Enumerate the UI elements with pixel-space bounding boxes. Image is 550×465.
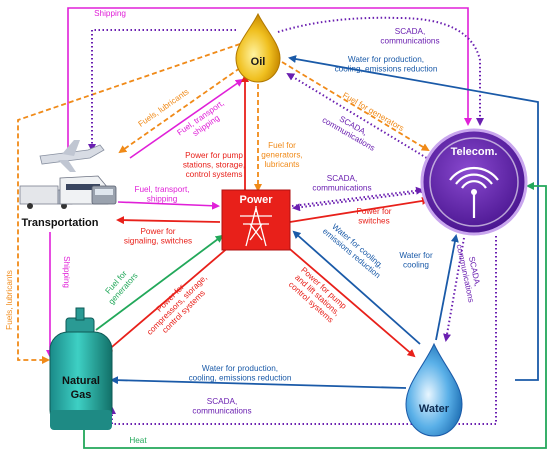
label-heat: Heat <box>129 436 147 445</box>
arrow-power-water <box>283 243 416 358</box>
label-line: cooling <box>403 261 429 270</box>
label-fuels-lubricants-left: Fuels, lubricants <box>5 270 14 330</box>
arrow-scada-telecom-oil <box>286 72 431 161</box>
label-line: Power for <box>356 207 391 216</box>
label-line: signaling, switches <box>124 237 192 246</box>
label-line: Heat <box>129 436 147 445</box>
label-line: SCADA, <box>395 27 425 36</box>
power-box <box>221 189 291 251</box>
water-node: Water <box>405 342 463 437</box>
label-power-for-pump-lift: Power for pumpand lift stations,control … <box>286 265 348 325</box>
arrow-fuels-oil-transport <box>118 67 241 154</box>
label-power-for-compressors: Power forcompressors, storage,control sy… <box>138 266 215 343</box>
water-label: Water <box>419 403 450 415</box>
label-water-for-cooling-power: Water for cooling,emissions reduction <box>321 219 389 280</box>
natural-gas-label-line2: Gas <box>71 389 92 401</box>
label-line: SCADA, <box>327 174 357 183</box>
label-scada-power-telecom: SCADA,communications <box>312 174 371 193</box>
label-line: Shipping <box>62 256 71 288</box>
transportation-label: Transportation <box>21 217 98 229</box>
label-line: cooling, emissions reduction <box>189 374 292 383</box>
label-scada-water-telecom: SCADA,communications <box>455 242 485 304</box>
natural-gas-node: Natural Gas <box>49 307 113 430</box>
label-line: cooling, emissions reduction <box>335 65 438 74</box>
label-fuel-for-generators-gas: Fuel forgenerators <box>100 265 140 306</box>
arrow-scada-power-telecom <box>291 186 424 207</box>
label-fuel-transport-shipping-power: Fuel, transport,shipping <box>134 185 189 204</box>
label-water-gas-production: Water for production,cooling, emissions … <box>189 364 292 383</box>
label-scada-oil-telecom-top: SCADA,communications <box>380 27 439 46</box>
telecom-node: Telecom. <box>420 128 528 236</box>
label-line: stations, storage, <box>183 161 245 170</box>
arrow-power-transport <box>116 216 221 225</box>
arrow-fuel-transport-oil <box>129 78 244 159</box>
arrow-gas-power <box>95 234 224 331</box>
wireless-signal-icon <box>449 166 499 218</box>
label-line: Shipping <box>94 9 126 18</box>
airplane-icon <box>39 140 105 172</box>
label-shipping-top: Shipping <box>94 9 126 18</box>
arrow-water-gas <box>110 376 407 389</box>
oil-drop-icon <box>235 12 281 83</box>
label-line: Power for pump <box>185 151 243 160</box>
label-line: communications <box>192 407 251 416</box>
label-line: Water for production, <box>348 55 424 64</box>
arrow-scada-oil-telecom-top <box>277 16 484 126</box>
transportation-node: Transportation <box>19 140 117 229</box>
water-drop-icon <box>405 342 463 437</box>
label-fuel-transport-shipping-oil: Fuel, transport,shipping <box>175 98 231 145</box>
natural-gas-label-line1: Natural <box>62 375 100 387</box>
gas-cylinder-icon <box>49 307 113 430</box>
arrow-water-oil <box>288 55 539 381</box>
arrow-power-gas <box>104 245 231 354</box>
label-fuels-lubricants-oil-transport: Fuels, lubricants <box>137 87 191 129</box>
label-line: Fuel, transport, <box>134 185 189 194</box>
arrow-scada-transport <box>88 29 236 152</box>
label-line: shipping <box>147 195 178 204</box>
arrow-water-power <box>292 230 421 345</box>
label-line: Fuels, lubricants <box>137 87 191 129</box>
label-line: Fuel for <box>268 141 296 150</box>
label-line: Power for <box>140 227 175 236</box>
bus-icon <box>91 185 117 205</box>
arrow-fuels-left <box>17 43 241 364</box>
label-line: communications <box>380 37 439 46</box>
arrow-heat <box>83 182 547 449</box>
label-line: Fuels, lubricants <box>5 270 14 330</box>
label-line: Water for <box>399 251 433 260</box>
arrow-scada-telecom-water <box>443 237 465 342</box>
label-line: switches <box>358 217 389 226</box>
power-label: Power <box>239 194 273 206</box>
label-water-oil-production: Water for production,cooling, emissions … <box>335 55 438 74</box>
arrow-scada-telecom-power <box>292 191 423 212</box>
label-line: SCADA, <box>207 397 237 406</box>
transmission-tower-icon <box>240 206 272 247</box>
telecom-label: Telecom. <box>451 146 498 158</box>
label-line: communications <box>312 184 371 193</box>
label-shipping-left: Shipping <box>62 256 71 288</box>
arrow-shipping-top <box>67 7 472 155</box>
label-line: Water for production, <box>202 364 278 373</box>
arrow-fuel-generators-oil-telecom <box>281 61 430 152</box>
label-line: lubricants <box>264 160 299 169</box>
label-line: generators, <box>261 151 302 160</box>
label-line: control systems <box>186 170 243 179</box>
power-node: Power <box>221 189 291 251</box>
oil-label: Oil <box>251 56 266 68</box>
arrow-water-telecom <box>435 234 459 341</box>
label-scada-gas-bottom: SCADA,communications <box>192 397 251 416</box>
arrow-transport-power <box>117 201 220 210</box>
label-line: compressors, storage, <box>145 273 209 337</box>
oil-node: Oil <box>235 12 281 83</box>
arrow-power-telecom <box>289 196 430 223</box>
